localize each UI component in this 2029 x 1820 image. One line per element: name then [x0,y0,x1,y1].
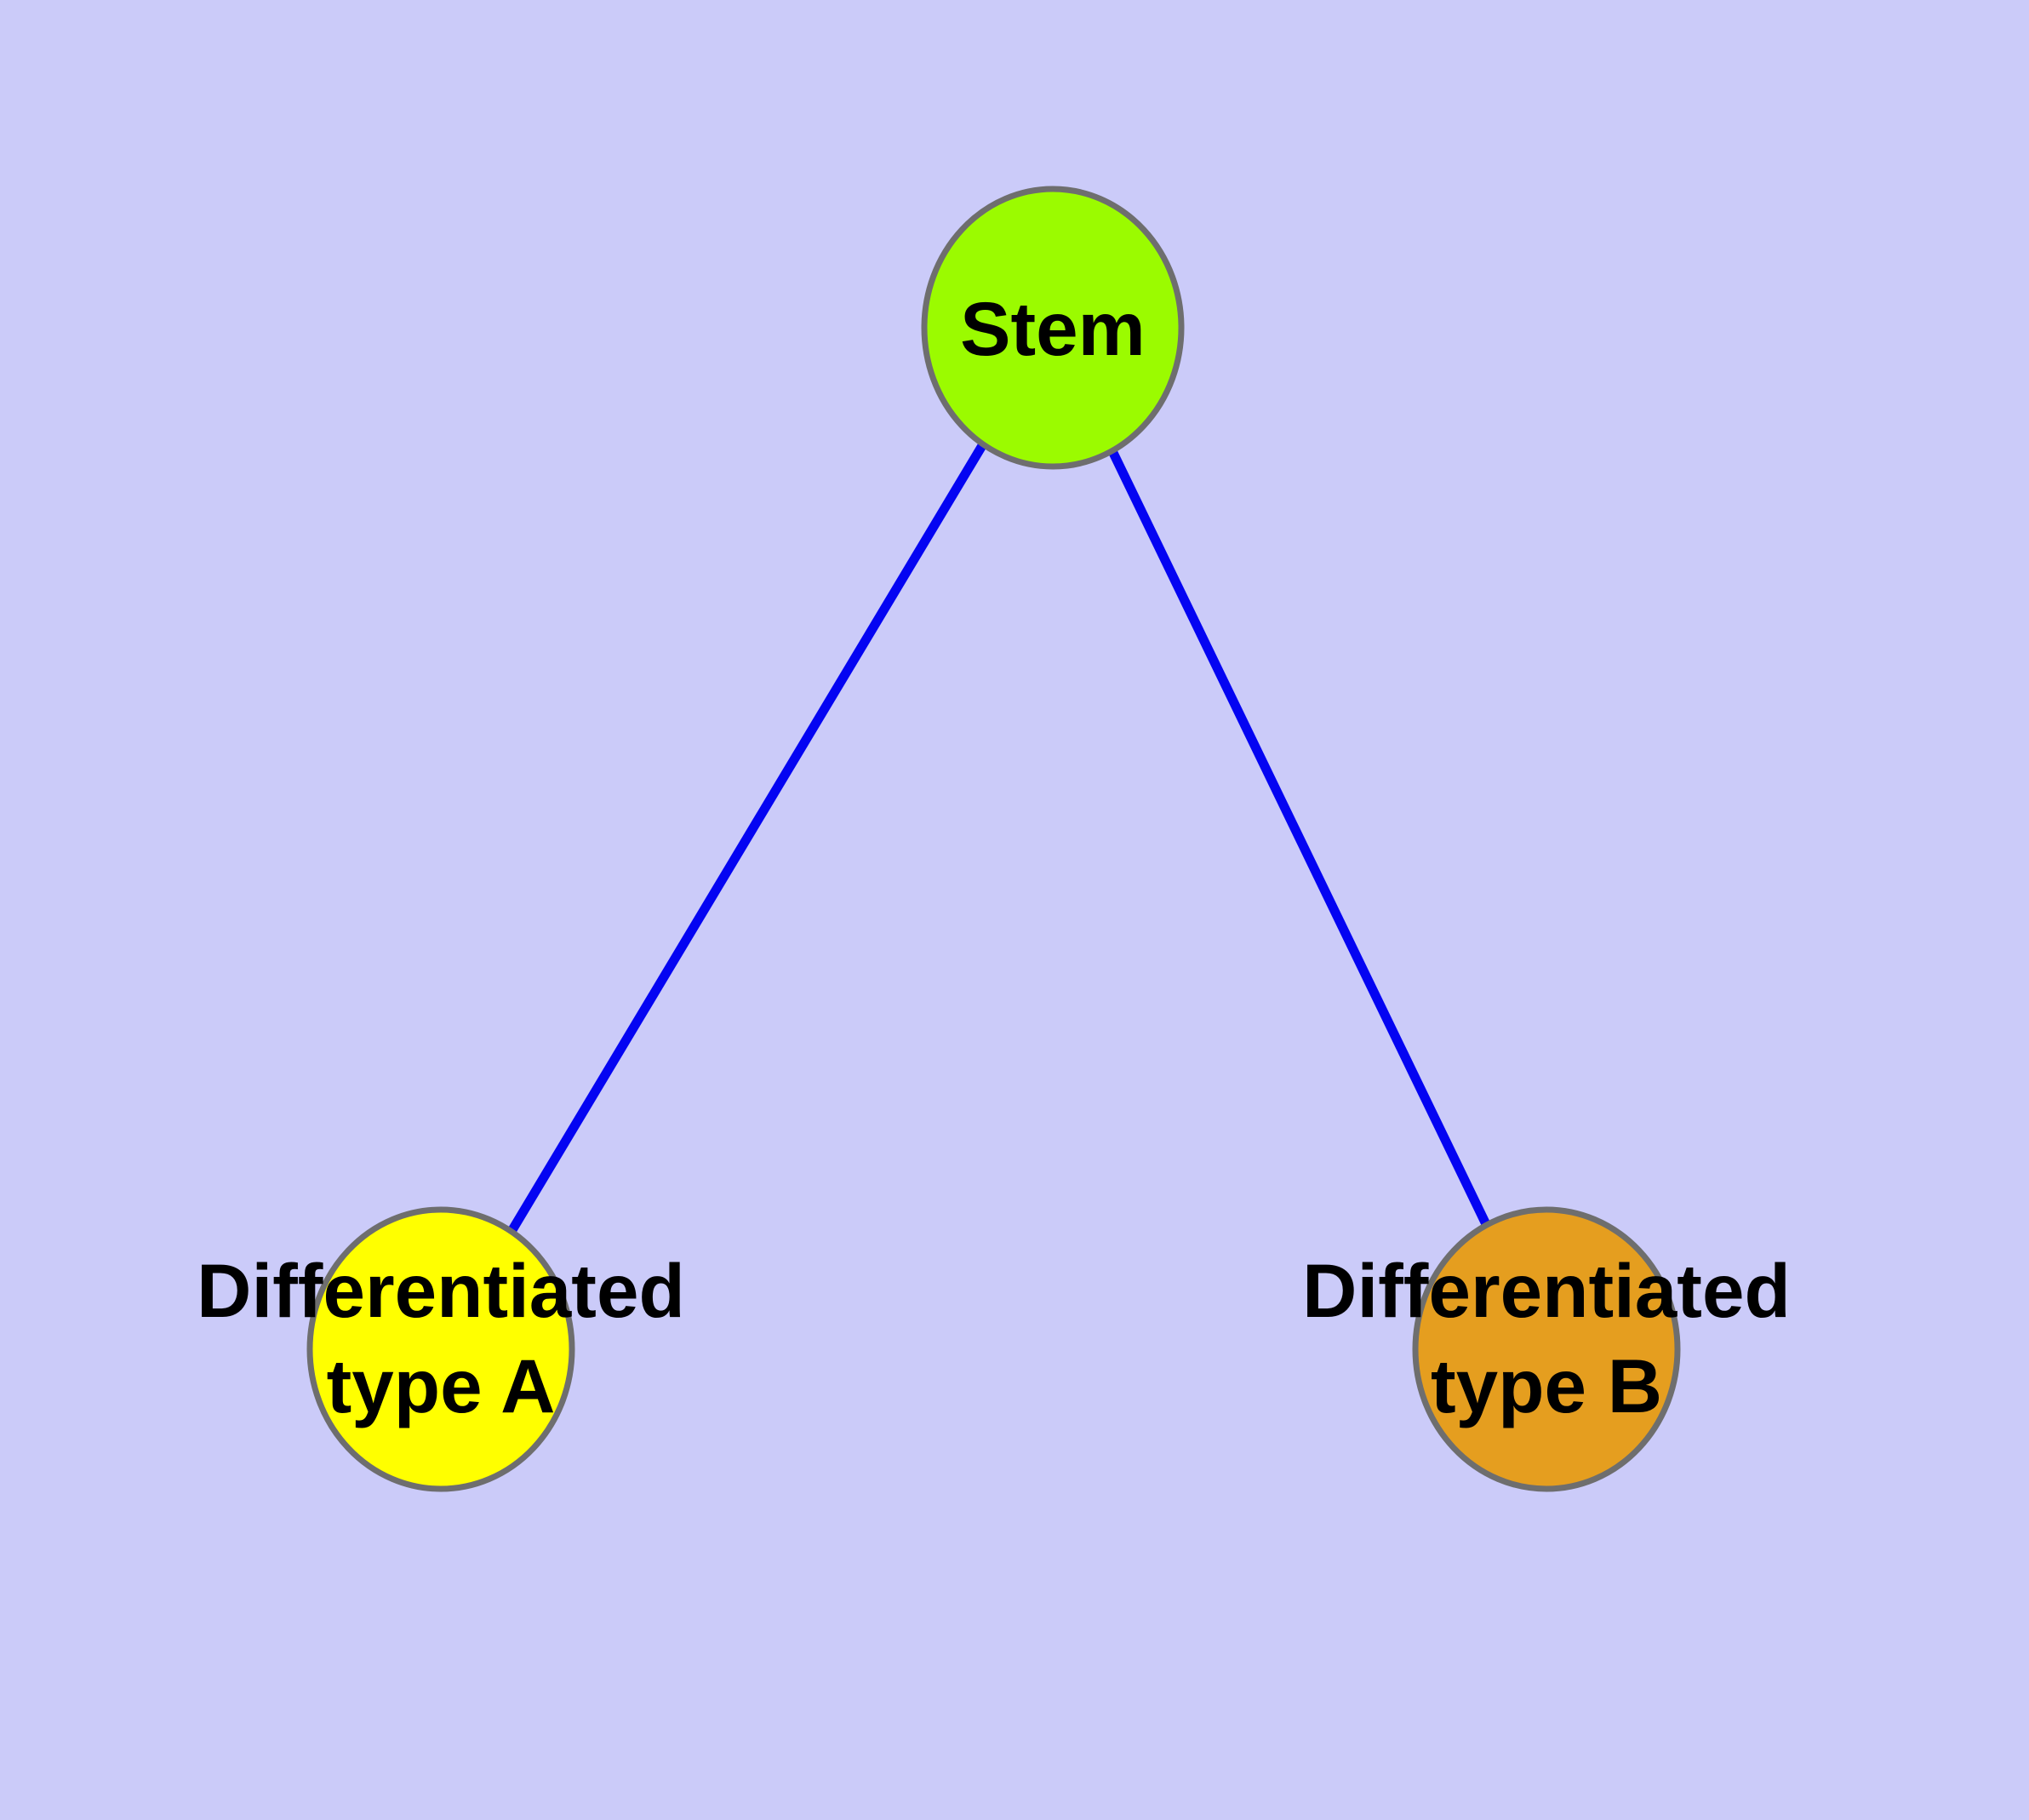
edge-stem-to-type-a [437,325,1057,1352]
node-type-b-label-line2: type B [1431,1343,1662,1428]
node-stem [921,186,1185,470]
edge-stem-to-type-b [1049,325,1551,1352]
node-type-a-label-line1: Differentiated [197,1248,685,1333]
node-type-b-label-line1: Differentiated [1302,1248,1791,1333]
node-type-a-label-line2: type A [327,1343,556,1428]
node-stem-label: Stem [960,286,1146,371]
node-differentiated-type-b [1412,1206,1681,1492]
node-differentiated-type-a [306,1206,575,1492]
